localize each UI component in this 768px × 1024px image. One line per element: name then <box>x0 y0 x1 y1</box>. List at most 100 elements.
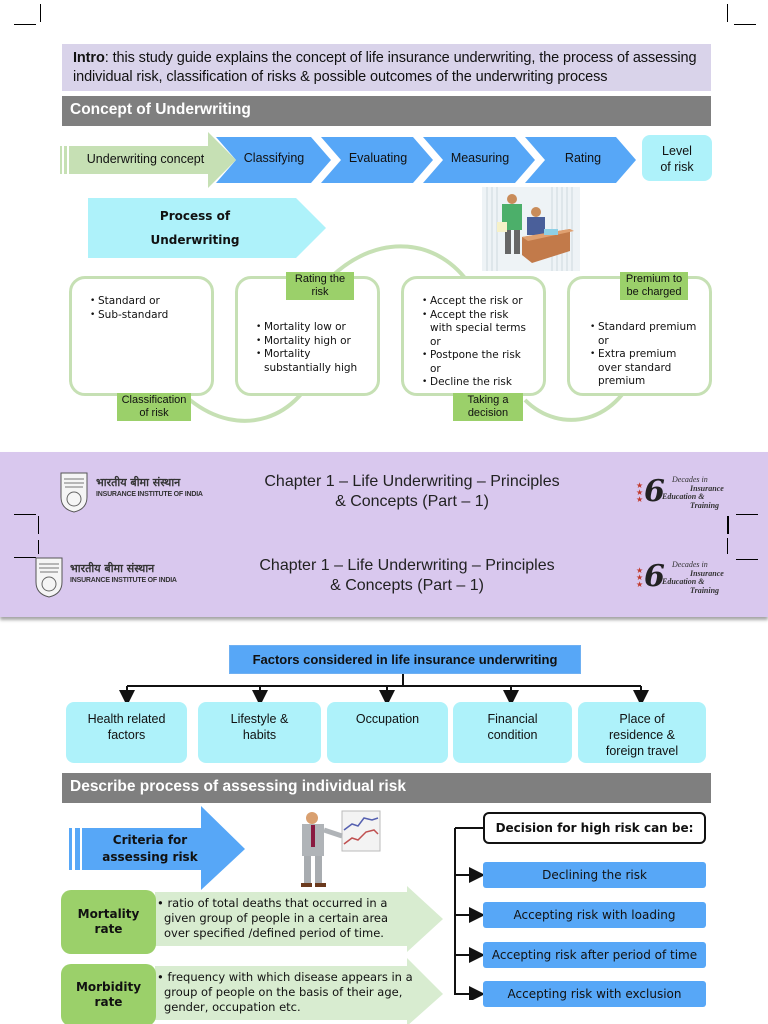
crop-mark <box>14 514 36 515</box>
presenter-chart-illustration <box>301 810 381 887</box>
stage-item: Decline the risk <box>422 376 532 390</box>
office-meeting-illustration <box>482 187 580 271</box>
bullet-icon: • <box>157 970 168 984</box>
stage-tag-line: Premium to <box>625 273 683 285</box>
flow-step-chevron <box>525 137 636 183</box>
badge-line: Insurance <box>690 568 724 578</box>
factor-line: condition <box>487 728 538 742</box>
intro-box: Intro: this study guide explains the con… <box>62 44 711 91</box>
stage-item: Mortality low or <box>256 321 377 335</box>
decision-option: Accepting risk after period of time <box>483 942 706 968</box>
flow-step-label: Classifying <box>243 151 305 165</box>
badge-number: 6 <box>644 559 665 594</box>
cycle-arc <box>328 244 472 287</box>
process-title-line: Underwriting <box>150 233 240 247</box>
stage-tag-classification: Classification of risk <box>117 393 191 421</box>
crop-mark <box>727 538 728 554</box>
factors-title: Factors considered in life insurance und… <box>229 645 581 674</box>
section-header-assess: Describe process of assessing individual… <box>62 773 711 803</box>
flow-step-label: Evaluating <box>348 151 408 165</box>
org-name-hindi: भारतीय बीमा संस्थान <box>70 562 155 575</box>
stage-item: Mortality high or <box>256 335 377 349</box>
rate-name-line: Mortality <box>77 907 140 921</box>
rate-desc-line: group of people on the basis of their ag… <box>164 985 403 999</box>
rate-desc-line: ratio of total deaths that occurred in a <box>167 896 388 910</box>
rate-desc-line: over specified /defined period of time. <box>164 926 384 940</box>
six-decades-badge: ★★★ 6 Decades in Insurance Education & T… <box>636 474 746 514</box>
stage-tag-line: risk <box>311 286 329 298</box>
rate-desc-line: given group of people in a certain area <box>164 911 389 925</box>
insurance-institute-emblem <box>35 557 63 598</box>
stage-item: Postpone the risk or <box>422 349 532 376</box>
org-name-english: INSURANCE INSTITUTE OF INDIA <box>96 491 203 498</box>
stage-item: Accept the risk or <box>422 295 532 309</box>
badge-text: Decades in Insurance Education & Trainin… <box>662 475 742 510</box>
rate-arrow <box>155 958 443 1024</box>
badge-line: Decades in <box>672 475 708 484</box>
stage-item: Standard premium or <box>590 321 700 348</box>
crop-mark <box>14 557 36 558</box>
badge-number: 6 <box>644 474 665 509</box>
flow-start-label: Underwriting concept <box>86 152 205 166</box>
factor-line: Place of <box>619 712 665 726</box>
crop-mark <box>727 516 729 534</box>
factor-box: Lifestyle & habits <box>198 702 321 763</box>
star-icon: ★★★ <box>636 566 644 589</box>
flow-start-arrow <box>69 132 236 188</box>
flow-step-chevron <box>216 137 331 183</box>
rate-name-line: rate <box>94 922 123 936</box>
flow-end-line: of risk <box>660 160 694 174</box>
flow-step-label: Measuring <box>450 151 510 165</box>
flow-end-label: Level of risk <box>642 143 712 175</box>
star-icon: ★★★ <box>636 481 644 504</box>
factor-line: Lifestyle & <box>230 712 289 726</box>
badge-line: Education & <box>662 577 705 586</box>
rate-name-line: Morbidity <box>75 980 142 994</box>
factor-box: Health related factors <box>66 702 187 763</box>
decision-connector <box>454 827 485 1000</box>
factor-box: Occupation <box>327 702 448 763</box>
stage-tag-line: be charged <box>626 286 682 298</box>
flow-end-box <box>642 135 712 181</box>
factor-box: Financial condition <box>453 702 572 763</box>
chapter-title-line: Chapter 1 – Life Underwriting – Principl… <box>259 557 555 574</box>
decision-option: Accepting risk with loading <box>483 902 706 928</box>
rate-arrow <box>155 886 443 952</box>
flow-stripe <box>60 146 62 174</box>
stage-item: Extra premium over standard premium <box>590 348 700 389</box>
crop-mark <box>736 559 758 560</box>
bullet-icon: • <box>157 896 168 910</box>
stage-tag-rating: Rating the risk <box>286 272 354 300</box>
badge-line: Education & <box>662 492 705 501</box>
concept-flow: Underwriting concept Classifying Evaluat… <box>58 132 718 188</box>
process-title-line: Process of <box>159 209 231 223</box>
six-decades-badge: ★★★ 6 Decades in Insurance Education & T… <box>636 559 746 599</box>
flow-step-chevron <box>321 137 433 183</box>
stage-tag-premium: Premium to be charged <box>620 272 688 300</box>
factors-connector <box>119 674 649 706</box>
stage-tag-decision: Taking a decision <box>453 393 523 421</box>
criteria-title-line: Criteria for <box>112 833 188 847</box>
factor-line: Health related <box>87 712 166 726</box>
chapter-title-line: & Concepts (Part – 1) <box>335 493 489 510</box>
badge-line: Insurance <box>690 483 724 493</box>
decision-option: Accepting risk with exclusion <box>483 981 706 1007</box>
stage-tag-line: Classification <box>121 394 187 406</box>
org-name-hindi: भारतीय बीमा संस्थान <box>96 476 181 489</box>
stage-card-classification: Standard or Sub-standard <box>69 276 214 396</box>
rate-arrows <box>155 886 443 1024</box>
section-header-concept: Concept of Underwriting <box>62 96 711 126</box>
process-title-arrow <box>88 198 326 258</box>
rate-name-line: rate <box>94 995 123 1009</box>
process-title: Process of Underwriting <box>100 204 290 252</box>
decision-heading: Decision for high risk can be: <box>483 812 706 844</box>
flow-end-line: Level <box>662 144 692 158</box>
chapter-footer-band <box>0 452 768 617</box>
crop-mark <box>38 516 39 534</box>
badge-line: Training <box>690 500 720 510</box>
insurance-institute-emblem <box>60 472 88 513</box>
stage-tag-line: decision <box>467 407 509 419</box>
intro-label: Intro <box>73 50 105 66</box>
badge-line: Decades in <box>672 560 708 569</box>
factor-line: habits <box>242 728 277 742</box>
